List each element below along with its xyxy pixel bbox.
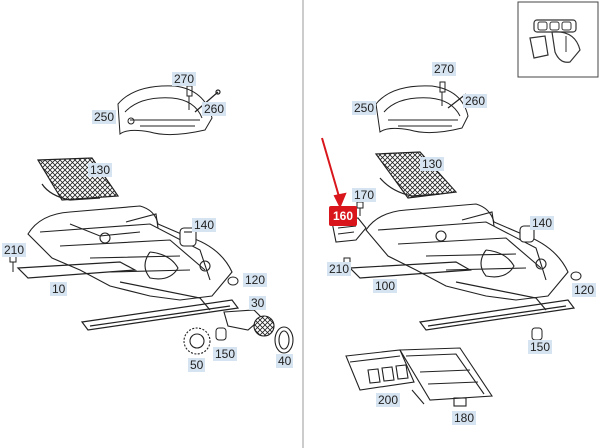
callout-50-left: 50 bbox=[188, 358, 206, 372]
knob-150-right bbox=[531, 327, 543, 341]
callout-150-left: 150 bbox=[213, 347, 238, 361]
cap-120-right bbox=[570, 271, 582, 281]
callout-arrow bbox=[321, 137, 347, 209]
callout-210-left: 210 bbox=[2, 243, 27, 257]
callout-250-right: 250 bbox=[352, 101, 377, 115]
bolt-170-right bbox=[356, 201, 364, 216]
backrest-shell-right bbox=[375, 85, 469, 134]
callout-140-left: 140 bbox=[192, 218, 217, 232]
callout-170-right: 170 bbox=[352, 188, 377, 202]
control-unit-200-right bbox=[345, 349, 415, 391]
callout-210-right: 210 bbox=[327, 262, 352, 276]
seat-frame-right bbox=[365, 203, 569, 301]
motor-140-right bbox=[519, 225, 535, 243]
callout-180-right: 180 bbox=[452, 411, 477, 425]
callout-260-right: 260 bbox=[463, 94, 488, 108]
callout-40-left: 40 bbox=[276, 354, 294, 368]
seat-frame-left bbox=[27, 205, 233, 301]
callout-270-left: 270 bbox=[172, 72, 197, 86]
bolt-210-left bbox=[9, 255, 17, 272]
knob-150-left bbox=[215, 327, 227, 341]
callout-30-left: 30 bbox=[249, 296, 267, 310]
backrest-shell-left bbox=[117, 85, 213, 136]
callout-250-left: 250 bbox=[92, 110, 117, 124]
callout-10-left: 10 bbox=[50, 282, 68, 296]
callout-140-right: 140 bbox=[530, 216, 555, 230]
callout-120-left: 120 bbox=[243, 273, 268, 287]
cap-120-left bbox=[227, 276, 239, 286]
screw-270-right bbox=[439, 81, 446, 106]
screw-270-left bbox=[186, 85, 193, 110]
callout-270-right: 270 bbox=[432, 62, 457, 76]
seat-rails-left bbox=[16, 261, 240, 331]
callout-120-right: 120 bbox=[572, 283, 597, 297]
callout-130-left: 130 bbox=[88, 163, 113, 177]
cap-40-left bbox=[274, 326, 294, 354]
callout-160-highlighted: 160 bbox=[329, 206, 358, 226]
gear-50-left bbox=[183, 327, 211, 355]
motor-140-left bbox=[179, 227, 197, 247]
callout-200-right: 200 bbox=[376, 393, 401, 407]
seat-rails-right bbox=[348, 261, 576, 331]
cover-30-left bbox=[223, 309, 275, 337]
callout-260-left: 260 bbox=[202, 102, 227, 116]
harness-180-right bbox=[399, 347, 493, 407]
callout-130-right: 130 bbox=[420, 157, 445, 171]
seat-mat-130-right bbox=[374, 151, 458, 199]
inset-switch-icon bbox=[517, 1, 599, 78]
callout-150-right: 150 bbox=[528, 340, 553, 354]
callout-100-right: 100 bbox=[373, 279, 398, 293]
